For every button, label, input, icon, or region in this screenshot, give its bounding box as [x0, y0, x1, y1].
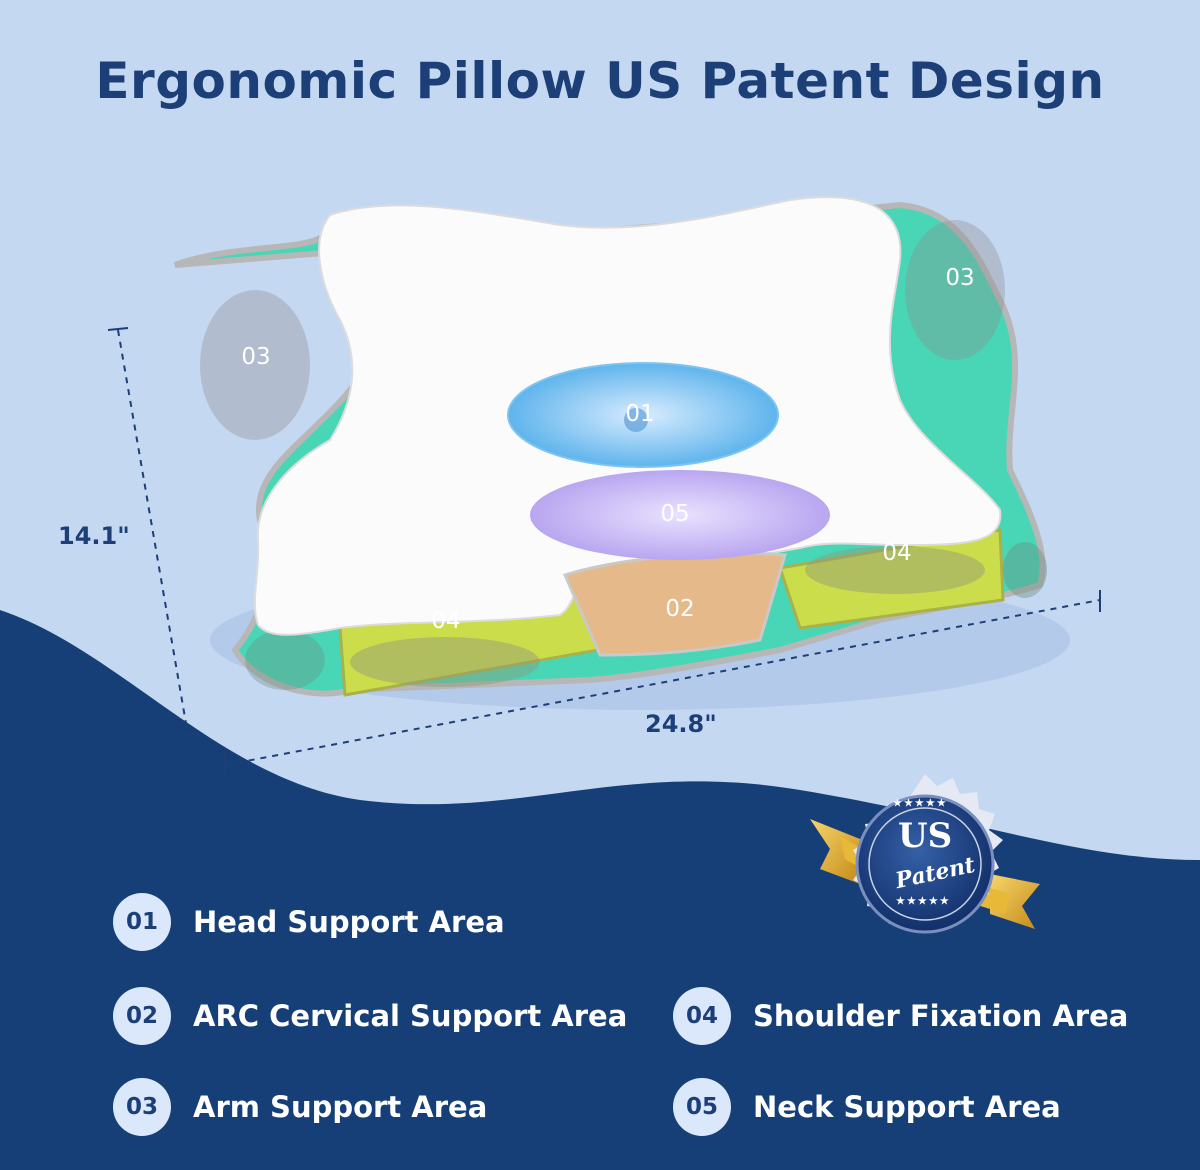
- zone-label-04-right: 04: [882, 540, 912, 566]
- badge-line1: US: [898, 816, 953, 856]
- legend-label-05: Neck Support Area: [753, 1090, 1061, 1124]
- width-dimension-line: [224, 599, 1101, 766]
- zone-arc-shape: [562, 551, 787, 657]
- legend-item-04: 04 Shoulder Fixation Area: [673, 987, 1128, 1045]
- legend-label-04: Shoulder Fixation Area: [753, 999, 1129, 1033]
- zone-neck-shape: [530, 470, 830, 560]
- legend-number-04: 04: [673, 987, 731, 1045]
- legend-label-03: Arm Support Area: [193, 1090, 488, 1124]
- us-patent-badge: ★★★★★ US Patent ★★★★★: [800, 764, 1050, 964]
- zone-label-05: 05: [660, 501, 690, 527]
- width-dimension-label: 24.8": [645, 710, 717, 738]
- zone-label-04-left: 04: [431, 608, 461, 634]
- height-dimension-line: [117, 329, 189, 736]
- height-dimension-label: 14.1": [58, 522, 130, 550]
- badge-stars-bottom: ★★★★★: [896, 896, 951, 907]
- legend-number-02: 02: [113, 987, 171, 1045]
- legend-item-03: 03 Arm Support Area: [113, 1078, 487, 1136]
- legend-number-01: 01: [113, 893, 171, 951]
- badge-graphic: [810, 774, 1040, 934]
- legend-label-02: ARC Cervical Support Area: [193, 999, 628, 1033]
- legend-number-05: 05: [673, 1078, 731, 1136]
- legend-item-01: 01 Head Support Area: [113, 893, 505, 951]
- badge-stars-top: ★★★★★: [893, 798, 948, 809]
- dark-wave: [0, 610, 1200, 1170]
- zone-label-03-right: 03: [945, 265, 975, 291]
- legend-number-03: 03: [113, 1078, 171, 1136]
- page-title: Ergonomic Pillow US Patent Design: [95, 52, 1105, 110]
- legend-item-05: 05 Neck Support Area: [673, 1078, 1061, 1136]
- zone-label-01: 01: [625, 401, 655, 427]
- zone-label-02: 02: [665, 596, 695, 622]
- zone-label-03-left: 03: [241, 344, 271, 370]
- legend-label-01: Head Support Area: [193, 905, 505, 939]
- legend-item-02: 02 ARC Cervical Support Area: [113, 987, 627, 1045]
